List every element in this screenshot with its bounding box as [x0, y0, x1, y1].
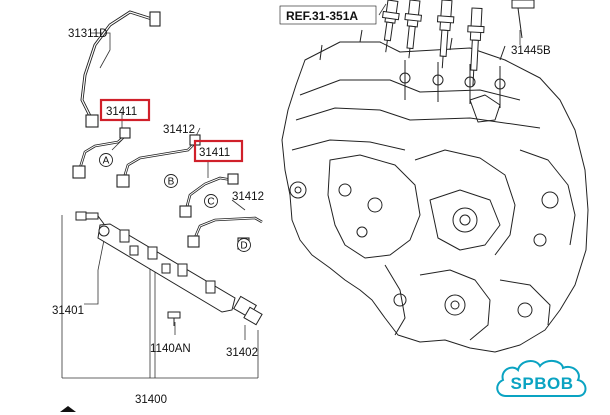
engine-block [281, 29, 589, 353]
rail-ports [119, 229, 216, 294]
label-31311d: 31311D [68, 28, 107, 40]
common-rail [75, 211, 263, 326]
injector-4 [467, 7, 485, 87]
label-31411-b: 31411 [199, 147, 230, 159]
svg-text:SPBOB: SPBOB [511, 374, 574, 393]
ref-label: REF.31-351A [279, 5, 377, 25]
bolt-1140an [167, 311, 181, 326]
rail-sensor-31401 [75, 211, 105, 225]
label-31402: 31402 [226, 347, 258, 359]
svg-text:B: B [168, 177, 175, 188]
label-31401: 31401 [52, 305, 84, 317]
label-1140an: 1140AN [150, 343, 191, 355]
svg-text:A: A [103, 156, 110, 167]
corner-mark [60, 406, 76, 412]
label-31411-a: 31411 [106, 106, 137, 118]
injector-1 [381, 0, 400, 53]
pressure-valve-31402 [233, 295, 263, 326]
pipe-d [192, 216, 263, 241]
svg-text:REF.31-351A: REF.31-351A [286, 9, 358, 23]
callout-a: A [99, 153, 113, 167]
callout-d: D [237, 238, 251, 252]
injector-bracket [511, 0, 535, 9]
injectors [381, 0, 535, 87]
highlight-box-31411-b [193, 139, 244, 163]
leader-lines [61, 3, 521, 379]
label-31412-b: 31412 [232, 191, 264, 203]
injector-2 [404, 0, 423, 59]
svg-text:C: C [207, 197, 214, 208]
injector-3 [436, 0, 455, 69]
label-31445b: 31445B [511, 45, 551, 57]
watermark-logo: SPBOB [496, 360, 587, 397]
svg-text:D: D [240, 241, 247, 252]
highlight-box-31411-a [99, 98, 151, 122]
label-31400: 31400 [135, 394, 167, 406]
label-31412-a: 31412 [163, 124, 195, 136]
callout-b: B [164, 174, 178, 188]
callout-c: C [204, 194, 218, 208]
pipe-b [122, 142, 196, 179]
